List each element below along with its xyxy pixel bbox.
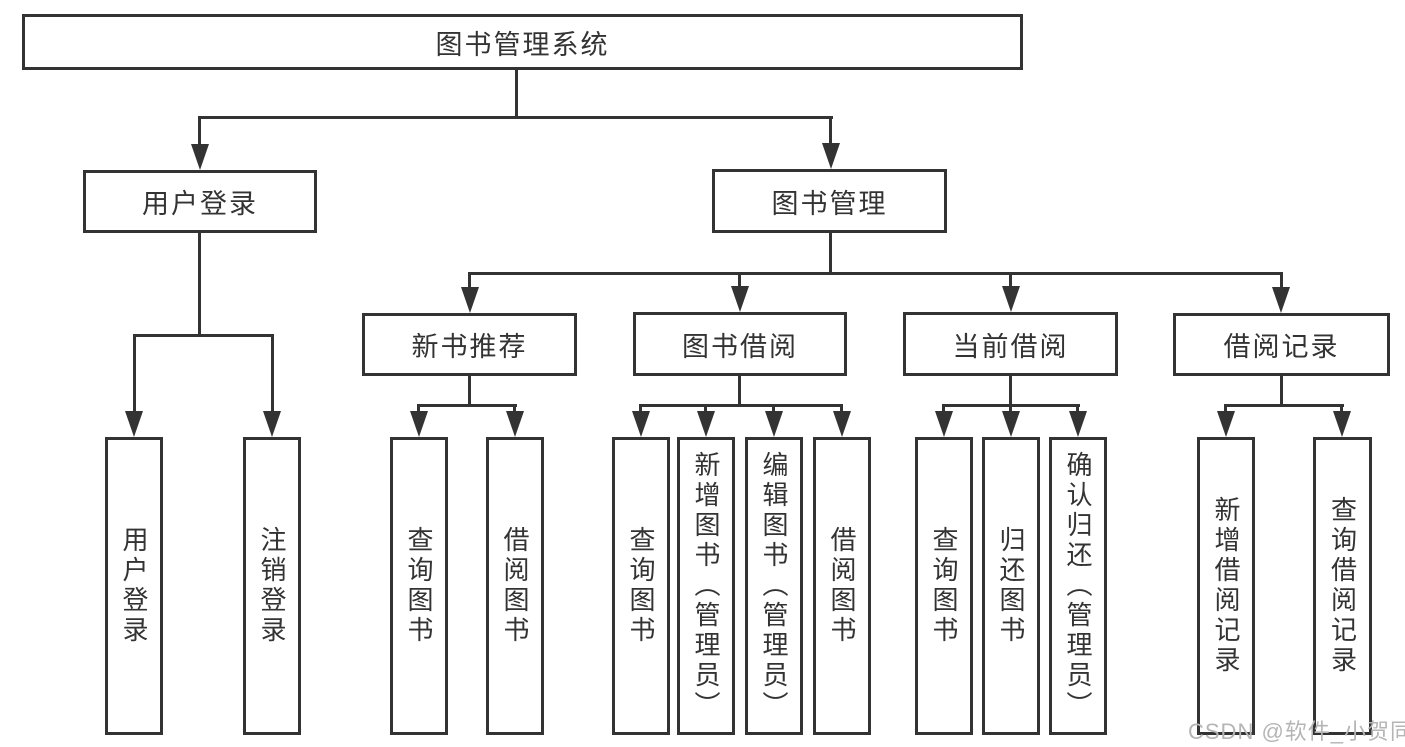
- connector-line: [738, 272, 741, 288]
- connector-line: [829, 116, 832, 145]
- watermark: CSDN @软件_小贺同学: [1188, 719, 1405, 744]
- connector-line: [1224, 404, 1344, 407]
- node-label: 图书管理系统: [435, 29, 610, 60]
- connector-line: [468, 272, 1283, 275]
- arrow-down-icon: [1333, 411, 1351, 437]
- leaf-borrow-books-borrowing: 借阅图书: [813, 437, 871, 735]
- node-label: 新书推荐: [411, 332, 528, 362]
- leaf-add-borrow-record: 新增借阅记录: [1197, 437, 1255, 735]
- connector-line: [515, 70, 518, 118]
- leaf-label: 查询图书: [404, 526, 434, 646]
- leaf-query-books-borrowing: 查询图书: [612, 437, 670, 735]
- connector-line: [840, 404, 843, 414]
- arrow-down-icon: [833, 411, 851, 437]
- connector-line: [513, 404, 516, 414]
- node-library-management-system: 图书管理系统: [22, 14, 1023, 70]
- node-book-borrowing: 图书借阅: [633, 312, 847, 376]
- leaf-edit-book-admin: 编辑图书（管理员）: [745, 437, 803, 735]
- leaf-label: 借阅图书: [500, 526, 530, 646]
- connector-line: [738, 376, 741, 407]
- connector-line: [1009, 272, 1012, 288]
- arrow-down-icon: [1272, 287, 1290, 313]
- arrow-down-icon: [191, 144, 209, 170]
- arrow-down-icon: [125, 411, 143, 437]
- connector-line: [417, 404, 517, 407]
- leaf-label: 用户登录: [119, 526, 149, 646]
- connector-line: [1009, 404, 1012, 414]
- connector-line: [829, 233, 832, 274]
- leaf-label: 确认归还（管理员）: [1063, 451, 1093, 721]
- node-user-login: 用户登录: [83, 170, 317, 233]
- leaf-user-login: 用户登录: [105, 437, 163, 735]
- connector-line: [133, 334, 136, 414]
- connector-line: [468, 272, 471, 288]
- connector-line: [198, 233, 201, 336]
- leaf-confirm-return-admin: 确认归还（管理员）: [1049, 437, 1107, 735]
- connector-line: [133, 334, 274, 337]
- connector-line: [1009, 376, 1012, 407]
- arrow-down-icon: [1217, 411, 1235, 437]
- node-label: 图书借阅: [682, 331, 798, 362]
- leaf-logout: 注销登录: [243, 437, 301, 735]
- connector-line: [942, 404, 945, 414]
- leaf-borrow-books-recommend: 借阅图书: [486, 437, 544, 735]
- leaf-label: 新增借阅记录: [1211, 496, 1241, 676]
- leaf-label: 归还图书: [996, 526, 1026, 646]
- leaf-label: 新增图书（管理员）: [691, 451, 721, 721]
- leaf-add-book-admin: 新增图书（管理员）: [677, 437, 735, 735]
- connector-line: [1224, 404, 1227, 414]
- leaf-label: 查询图书: [929, 526, 959, 646]
- node-label: 用户登录: [142, 189, 258, 219]
- leaf-query-books-current: 查询图书: [915, 437, 973, 735]
- connector-line: [417, 404, 420, 414]
- connector-line: [271, 334, 274, 414]
- leaf-query-books-recommend: 查询图书: [390, 437, 448, 735]
- leaf-query-borrow-record: 查询借阅记录: [1313, 437, 1372, 735]
- connector-line: [1340, 404, 1343, 414]
- leaf-label: 查询借阅记录: [1327, 496, 1358, 676]
- arrow-down-icon: [822, 143, 840, 169]
- arrow-down-icon: [697, 411, 715, 437]
- node-label: 图书管理: [771, 188, 888, 219]
- arrow-down-icon: [263, 411, 281, 437]
- connector-line: [1076, 404, 1079, 414]
- connector-line: [639, 404, 843, 407]
- node-label: 当前借阅: [952, 331, 1069, 362]
- node-label: 借阅记录: [1223, 332, 1340, 362]
- arrow-down-icon: [1002, 286, 1020, 312]
- leaf-label: 查询图书: [626, 526, 656, 646]
- arrow-down-icon: [1069, 411, 1087, 437]
- connector-line: [1280, 272, 1283, 288]
- arrow-down-icon: [506, 411, 524, 437]
- arrow-down-icon: [410, 411, 428, 437]
- arrow-down-icon: [461, 287, 479, 313]
- leaf-return-books: 归还图书: [982, 437, 1040, 735]
- connector-line: [1280, 376, 1283, 407]
- connector-line: [468, 376, 471, 407]
- connector-line: [198, 116, 833, 119]
- leaf-label: 编辑图书（管理员）: [759, 451, 789, 721]
- arrow-down-icon: [765, 411, 783, 437]
- connector-line: [772, 404, 775, 414]
- arrow-down-icon: [1002, 411, 1020, 437]
- node-book-management: 图书管理: [712, 169, 947, 233]
- connector-line: [704, 404, 707, 414]
- node-current-borrowing: 当前借阅: [903, 312, 1118, 376]
- arrow-down-icon: [731, 286, 749, 312]
- node-borrowing-records: 借阅记录: [1173, 313, 1390, 376]
- leaf-label: 注销登录: [257, 526, 287, 646]
- connector-line: [198, 116, 201, 146]
- arrow-down-icon: [935, 411, 953, 437]
- arrow-down-icon: [632, 411, 650, 437]
- node-new-book-recommendation: 新书推荐: [362, 313, 577, 376]
- connector-line: [639, 404, 642, 414]
- leaf-label: 借阅图书: [827, 526, 857, 646]
